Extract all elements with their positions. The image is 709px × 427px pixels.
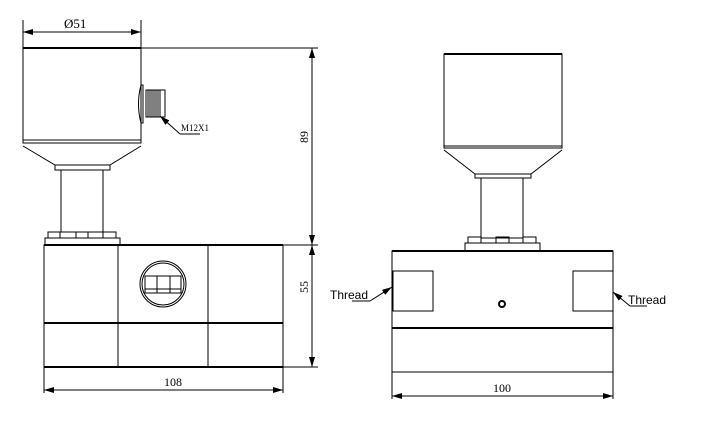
m12-connector: M12X1	[138, 84, 209, 135]
sensor-head	[22, 47, 142, 171]
thread-port-left	[392, 270, 434, 312]
height-55-label: 55	[297, 281, 311, 293]
vent-hole	[498, 300, 506, 308]
stem	[44, 169, 121, 246]
height-89-label: 89	[297, 131, 311, 143]
connector-label: M12X1	[181, 123, 209, 133]
thread-right-label: Thread	[628, 293, 666, 307]
flow-body-front	[391, 250, 614, 373]
width-100-label: 100	[493, 381, 511, 395]
side-view: M12X1 Ø51	[22, 16, 318, 393]
sensor-head-front	[443, 53, 563, 179]
width-108-label: 108	[164, 375, 182, 389]
diameter-label: Ø51	[64, 16, 86, 31]
stem-front	[464, 177, 541, 252]
thread-port-right	[572, 270, 614, 312]
dimensions-right: 100	[391, 372, 614, 399]
thread-left-label: Thread	[330, 288, 368, 302]
dimensions-left: Ø51 89 55 108	[22, 16, 318, 393]
sight-window	[139, 260, 187, 308]
front-view: Thread Thread 100	[330, 53, 666, 399]
flow-body	[43, 244, 284, 368]
thread-callouts: Thread Thread	[330, 286, 666, 307]
